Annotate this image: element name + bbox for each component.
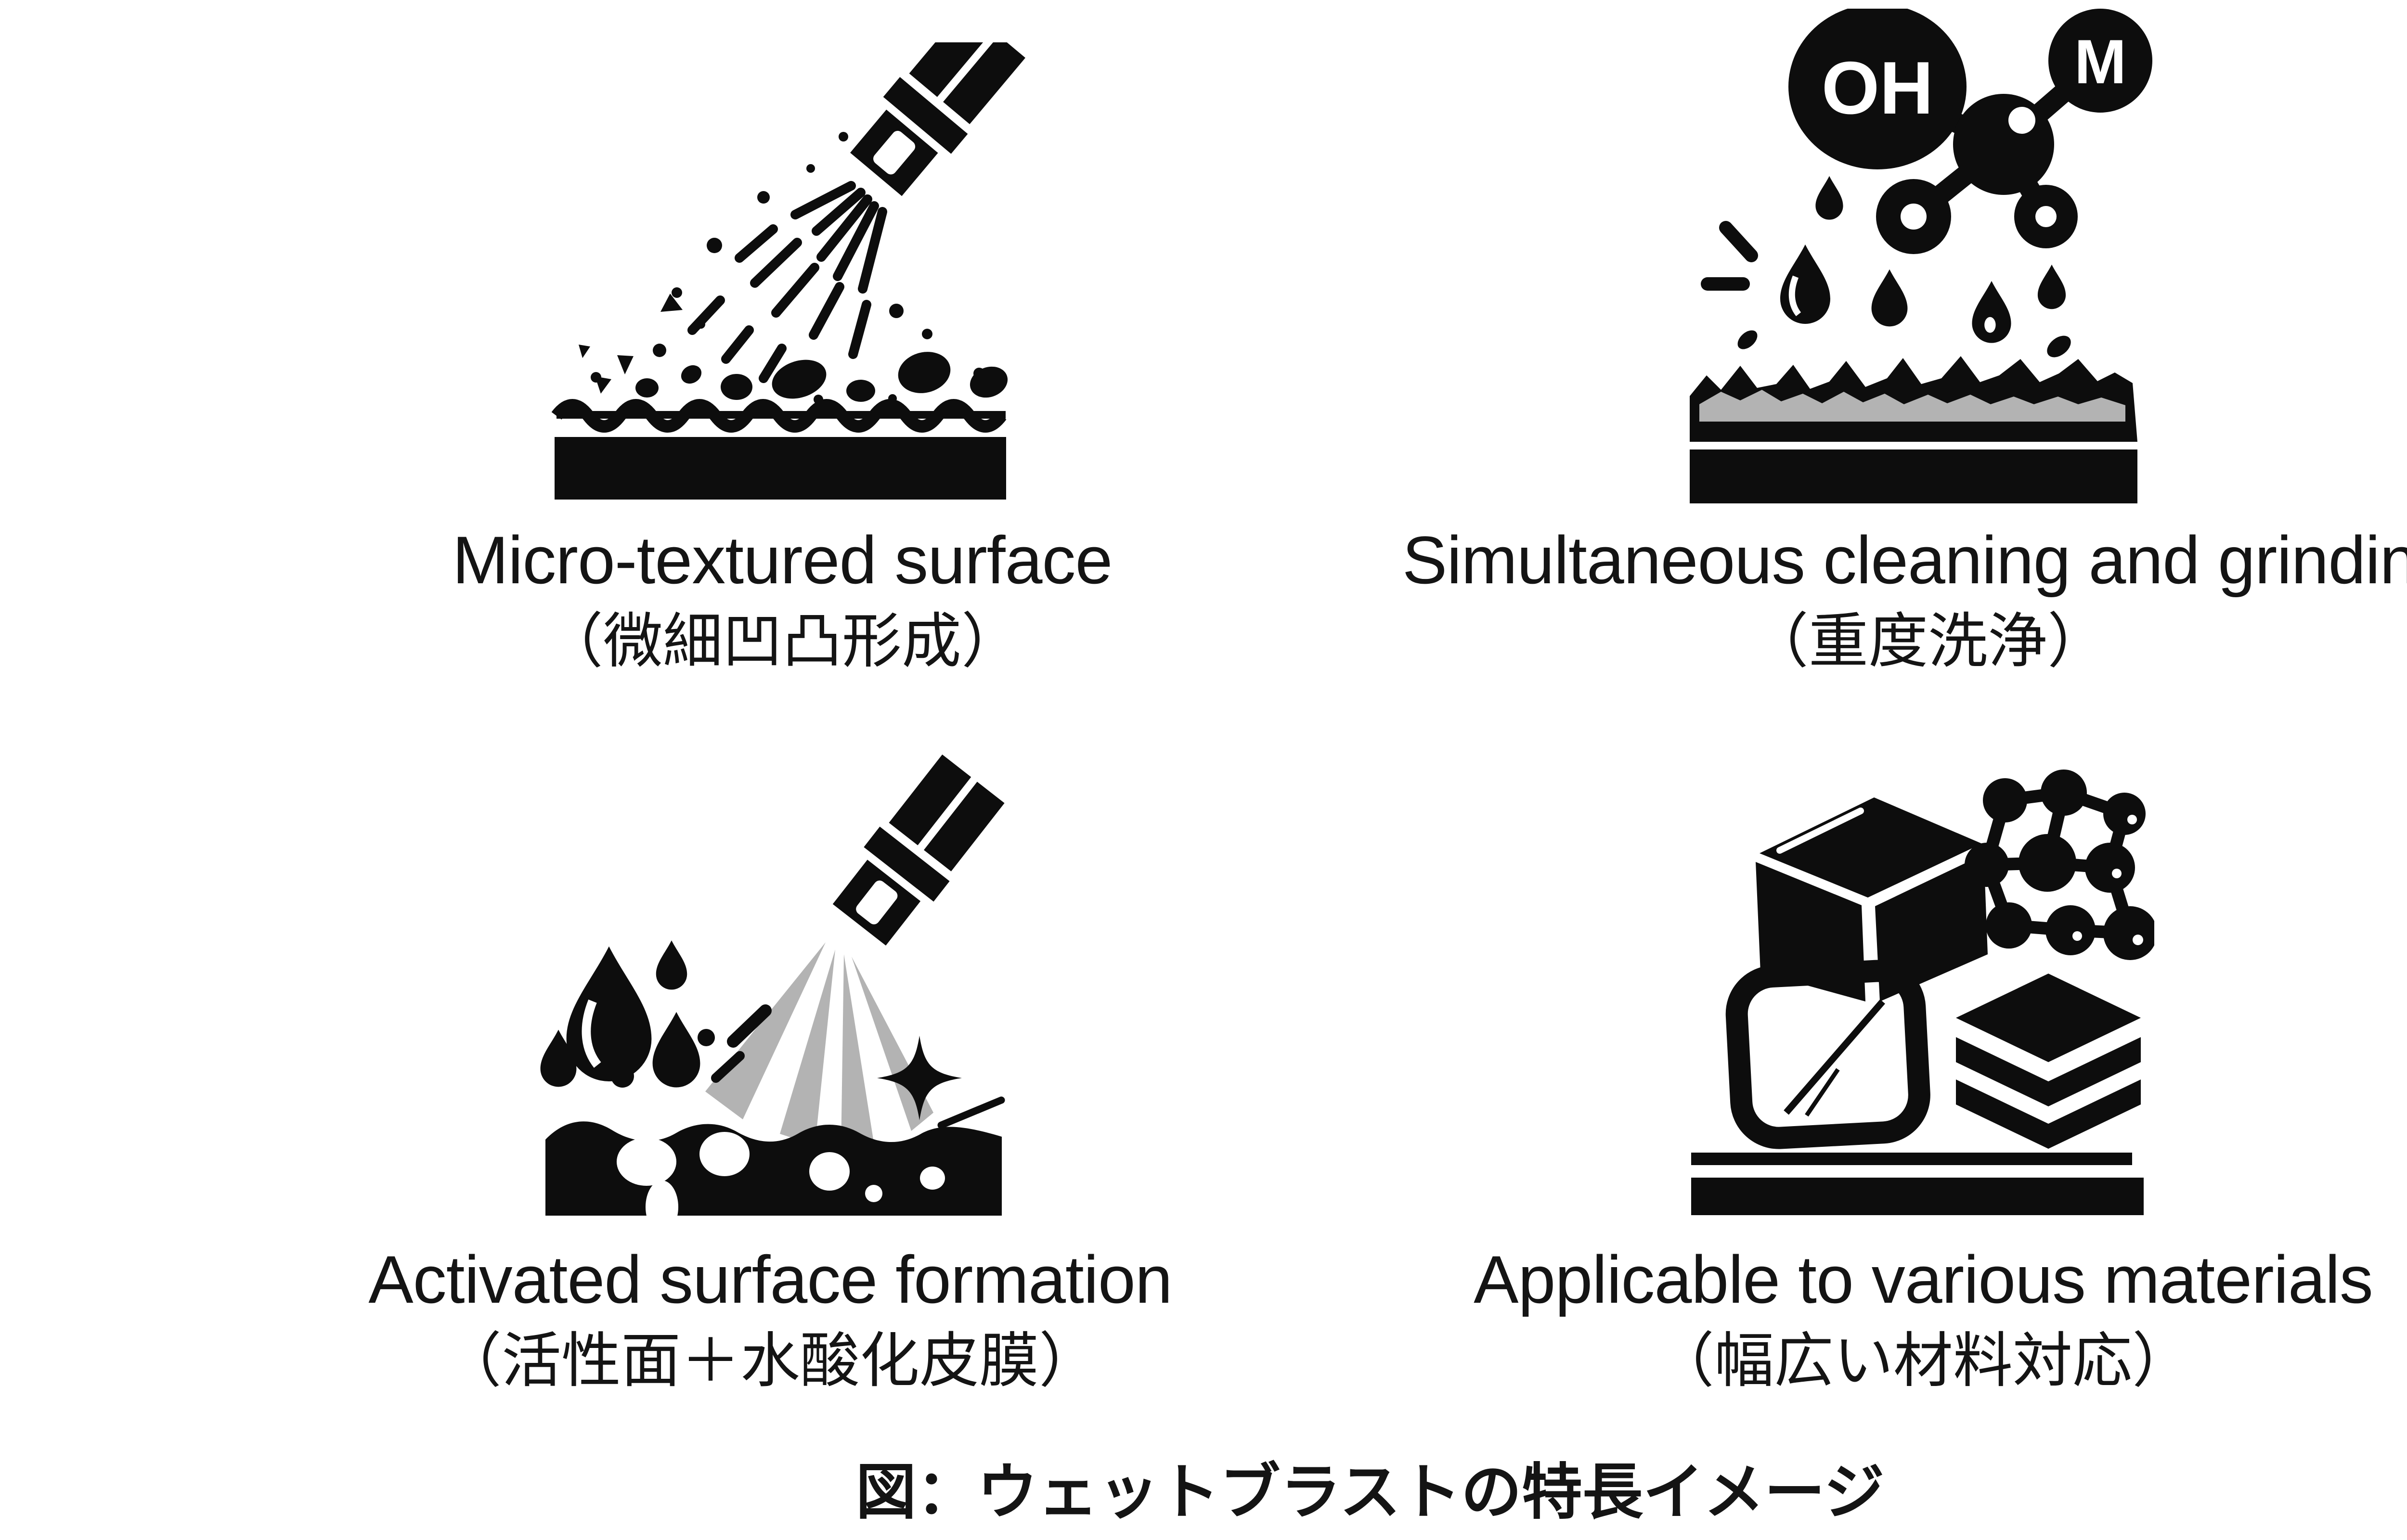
- caption-cleaning-grinding-en: Simultaneous cleaning and grinding: [1402, 522, 2407, 598]
- molecule-droplets-icon: OH M: [1690, 9, 2152, 503]
- caption-activated-surface: Activated surface formation （活性面＋水酸化皮膜）: [91, 1239, 1449, 1397]
- oh-label: OH: [1822, 46, 1934, 129]
- spray-droplets-sparkle-icon: [540, 755, 1005, 1217]
- layered-sheets-icon: [1956, 974, 2141, 1149]
- caption-cleaning-grinding: Simultaneous cleaning and grinding （重度洗浄…: [1252, 520, 2407, 678]
- textured-surface: [551, 399, 1007, 500]
- blast-spray-icon: [551, 42, 1025, 500]
- spray-nozzle: [832, 755, 1005, 946]
- center-atom: [1953, 94, 2054, 195]
- molecule-lattice-icon: [1965, 770, 2154, 960]
- spray-fan: [705, 942, 933, 1150]
- glass-panel-icon: [1725, 960, 1930, 1149]
- caption-cleaning-grinding-ja: （重度洗浄）: [1748, 608, 2107, 675]
- caption-micro-texture-ja: （微細凹凸形成）: [543, 608, 1021, 675]
- molecule: OH M: [1788, 9, 2152, 254]
- rough-surface: [1690, 356, 2137, 503]
- figure-caption: 図：ウェットブラストの特長イメージ: [855, 1458, 1885, 1526]
- foam-bubbles: [617, 1132, 945, 1217]
- caption-activated-surface-ja: （活性面＋水酸化皮膜）: [441, 1328, 1099, 1394]
- abrasive-particles: [579, 132, 1008, 404]
- sparkle: [877, 1036, 962, 1120]
- m-label: M: [2074, 26, 2126, 97]
- spray-nozzle: [850, 42, 1025, 196]
- caption-micro-texture-en: Micro-textured surface: [452, 522, 1113, 598]
- materials-collection-icon: [1691, 770, 2154, 1215]
- water-droplets: [540, 940, 772, 1088]
- m-atom: [2048, 9, 2152, 113]
- water-droplets: [1701, 176, 2071, 358]
- spray-streaks: [687, 181, 887, 383]
- foamed-surface: [545, 1121, 1002, 1217]
- base-surface: [1691, 1153, 2144, 1215]
- oh-atom: [1788, 9, 1967, 169]
- caption-various-materials-ja: （幅広い材料対応）: [1654, 1328, 2192, 1394]
- caption-activated-surface-en: Activated surface formation: [368, 1242, 1172, 1317]
- caption-various-materials: Applicable to various materials （幅広い材料対応…: [1247, 1239, 2407, 1397]
- caption-various-materials-en: Applicable to various materials: [1474, 1242, 2373, 1317]
- caption-micro-texture: Micro-textured surface （微細凹凸形成）: [104, 520, 1461, 678]
- splash-marks: [1701, 221, 1758, 291]
